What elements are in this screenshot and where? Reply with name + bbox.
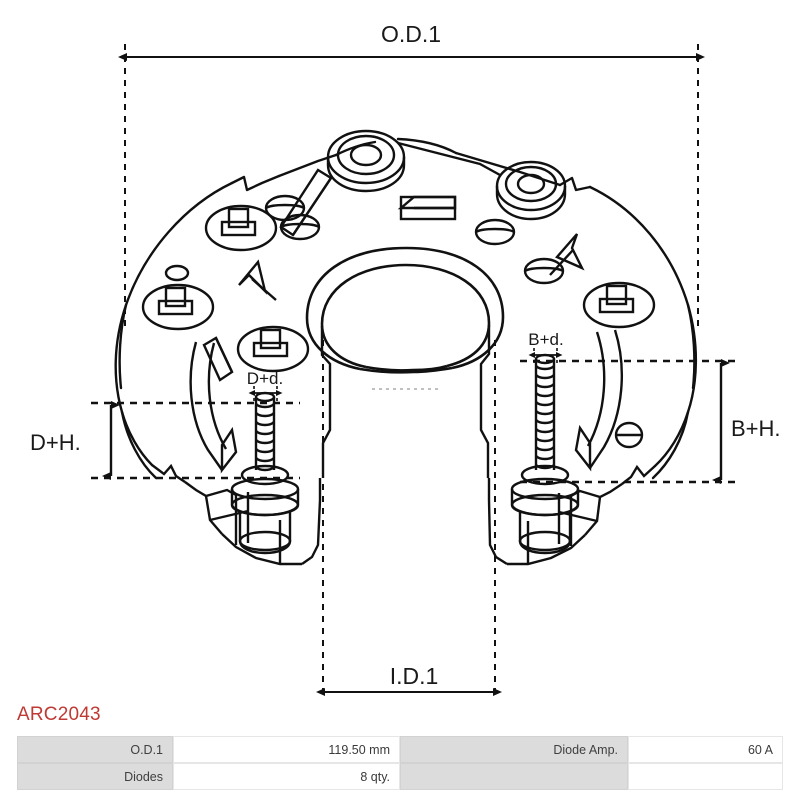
center-terminal-slot [397, 195, 457, 221]
d-plus-h-label: D+H. [30, 430, 81, 455]
b-plus-d-label: B+d. [528, 330, 563, 349]
od1-label: O.D.1 [381, 21, 441, 47]
rectifier-body-outline [114, 137, 698, 480]
specification-table: O.D.1 119.50 mm Diode Amp. 60 A Diodes 8… [17, 736, 783, 790]
spec-value-empty [628, 763, 783, 790]
spec-label-empty [400, 763, 628, 790]
rectifier-drawing-svg: O.D.1 I.D.1 D+H. D+d. [30, 21, 781, 696]
technical-drawing: O.D.1 I.D.1 D+H. D+d. [30, 21, 781, 696]
diode-pad-left-lower [236, 325, 310, 373]
left-inner-rib [189, 341, 238, 474]
diode-pad-left-middle [141, 283, 215, 331]
spec-label-diode-amp: Diode Amp. [400, 736, 628, 763]
right-threaded-stud [520, 353, 570, 486]
casting-chevron-left [238, 259, 277, 301]
right-mounting-foot [487, 464, 656, 566]
casting-chevron-right [549, 233, 585, 276]
diode-pad-left-upper [204, 204, 278, 252]
hub-column [320, 325, 491, 478]
left-mounting-foot [151, 463, 322, 566]
top-right-mounting-boss [495, 160, 567, 221]
spec-label-diodes: Diodes [17, 763, 173, 790]
top-left-mounting-boss [326, 129, 406, 193]
dimension-od1: O.D.1 [118, 21, 705, 330]
part-number: ARC2043 [17, 704, 101, 725]
dimension-d-plus-d: D+d. [247, 369, 283, 403]
vent-holes [164, 194, 644, 449]
dimension-d-plus-h: D+H. [30, 401, 300, 480]
dimension-id1: I.D.1 [316, 340, 502, 696]
spec-label-od1: O.D.1 [17, 736, 173, 763]
left-bolt-assembly [230, 477, 300, 555]
table-row: Diodes 8 qty. [17, 763, 783, 790]
dimension-b-plus-h: B+H. [520, 359, 781, 484]
center-hub-ring [305, 246, 505, 374]
table-row: O.D.1 119.50 mm Diode Amp. 60 A [17, 736, 783, 763]
angled-rib-top-left [279, 168, 333, 237]
b-plus-h-label: B+H. [731, 416, 781, 441]
spec-value-od1: 119.50 mm [173, 736, 400, 763]
d-plus-d-label: D+d. [247, 369, 283, 388]
spec-value-diode-amp: 60 A [628, 736, 783, 763]
boss-connecting-web [397, 141, 501, 177]
id1-label: I.D.1 [390, 663, 439, 689]
right-bolt-assembly [510, 477, 580, 555]
left-threaded-stud [240, 391, 290, 486]
dimension-b-plus-d: B+d. [528, 330, 564, 364]
diode-pad-right-lower [582, 281, 656, 329]
right-inner-rib [574, 329, 623, 472]
spec-value-diodes: 8 qty. [173, 763, 400, 790]
angled-rib-left [202, 336, 234, 382]
